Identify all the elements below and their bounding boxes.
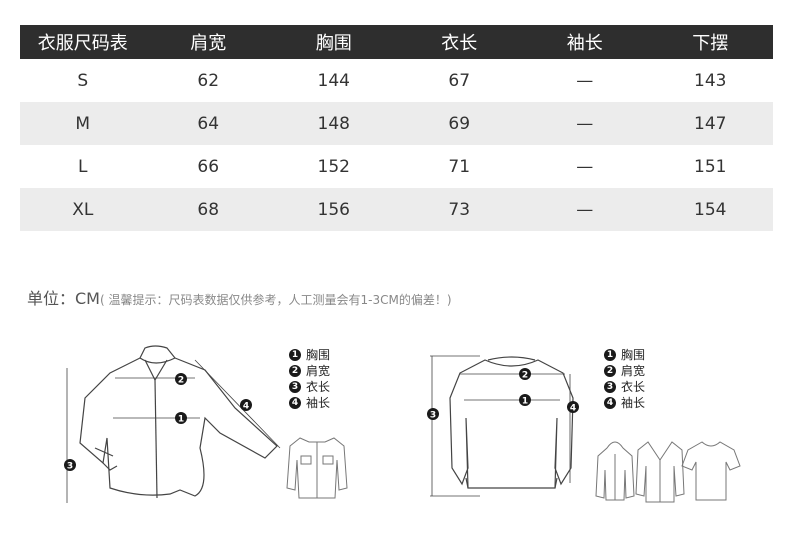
header-shoulder: 肩宽 bbox=[145, 25, 271, 59]
hoodie-thumbnail-icon bbox=[595, 441, 635, 501]
measurement-disclaimer: ( 温馨提示：尺码表数据仅供参考，人工测量会有1-3CM的偏差！) bbox=[99, 293, 452, 307]
marker-dot bbox=[64, 459, 76, 471]
sweater-marker-3: 3 bbox=[427, 408, 439, 421]
cell-hem: 143 bbox=[694, 70, 727, 91]
cell-size: S bbox=[77, 70, 89, 91]
legend-label: 衣长 bbox=[306, 380, 331, 394]
marker-number: 2 bbox=[178, 376, 184, 386]
cell-chest: 148 bbox=[271, 102, 397, 145]
cell-size: L bbox=[78, 156, 88, 177]
table-header-row: 衣服尺码表 肩宽 胸围 衣长 袖长 下摆 bbox=[20, 25, 773, 59]
cell-sleeve: — bbox=[522, 102, 648, 145]
marker-number: 3 bbox=[430, 411, 436, 421]
marker-number: 4 bbox=[570, 404, 576, 414]
cell-shoulder: 62 bbox=[197, 70, 220, 91]
marker-dot bbox=[519, 394, 531, 406]
cell-chest: 156 bbox=[271, 188, 397, 231]
legend-number: 3 bbox=[604, 381, 616, 393]
legend-item: 3 衣长 bbox=[604, 379, 645, 395]
cell-chest: 144 bbox=[317, 70, 350, 91]
cell-chest: 152 bbox=[317, 156, 350, 177]
legend-label: 肩宽 bbox=[306, 364, 331, 378]
legend-item: 3 衣长 bbox=[289, 379, 330, 395]
header-sleeve: 袖长 bbox=[522, 25, 648, 59]
cell-sleeve: — bbox=[576, 156, 594, 177]
legend-number: 1 bbox=[604, 349, 616, 361]
legend-label: 衣长 bbox=[621, 380, 646, 394]
unit-note-line: 单位：CM( 温馨提示：尺码表数据仅供参考，人工测量会有1-3CM的偏差！) bbox=[27, 285, 452, 309]
marker-dot bbox=[519, 368, 531, 380]
marker-dot bbox=[175, 412, 187, 424]
legend-item: 4 袖长 bbox=[604, 395, 645, 411]
sweater-marker-1: 1 bbox=[519, 394, 531, 407]
shirt-legend: 1 胸围 2 肩宽 3 衣长 4 袖长 bbox=[289, 347, 330, 411]
shirt-marker-2: 2 bbox=[175, 373, 187, 386]
cell-shoulder: 64 bbox=[145, 102, 271, 145]
shirt-marker-4: 4 bbox=[240, 399, 252, 412]
marker-number: 1 bbox=[178, 415, 184, 425]
legend-label: 肩宽 bbox=[621, 364, 646, 378]
cell-hem: 154 bbox=[647, 188, 773, 231]
legend-number: 3 bbox=[289, 381, 301, 393]
cell-hem: 151 bbox=[694, 156, 727, 177]
cell-shoulder: 66 bbox=[197, 156, 220, 177]
legend-label: 胸围 bbox=[621, 348, 646, 362]
tshirt-thumbnail-icon bbox=[681, 441, 741, 501]
header-hem: 下摆 bbox=[647, 25, 773, 59]
cell-shoulder: 68 bbox=[145, 188, 271, 231]
table-row: M 64 148 69 — 147 bbox=[20, 102, 773, 145]
legend-item: 2 肩宽 bbox=[289, 363, 330, 379]
cell-size: XL bbox=[20, 188, 146, 231]
marker-number: 3 bbox=[67, 462, 73, 472]
marker-number: 4 bbox=[243, 402, 249, 412]
legend-number: 2 bbox=[289, 365, 301, 377]
marker-number: 1 bbox=[522, 397, 528, 407]
marker-dot bbox=[567, 401, 579, 413]
legend-label: 胸围 bbox=[306, 348, 331, 362]
sweater-measurement-diagram: 1 2 3 4 bbox=[427, 355, 741, 503]
shirt-marker-1: 1 bbox=[175, 412, 187, 425]
cell-length: 73 bbox=[396, 188, 522, 231]
table-row: XL 68 156 73 — 154 bbox=[20, 188, 773, 231]
legend-item: 4 袖长 bbox=[289, 395, 330, 411]
cell-length: 67 bbox=[448, 70, 471, 91]
cell-sleeve: — bbox=[576, 70, 594, 91]
marker-dot bbox=[240, 399, 252, 411]
header-length: 衣长 bbox=[396, 25, 522, 59]
sweater-marker-4: 4 bbox=[567, 401, 579, 414]
cell-sleeve: — bbox=[522, 188, 648, 231]
legend-label: 袖长 bbox=[306, 396, 331, 410]
cardigan-thumbnail-icon bbox=[635, 441, 685, 503]
cell-length: 69 bbox=[396, 102, 522, 145]
shirt-measurement-diagram: 1 2 3 4 bbox=[64, 345, 348, 503]
cell-size: M bbox=[20, 102, 146, 145]
unit-label: 单位：CM bbox=[27, 289, 100, 308]
marker-number: 2 bbox=[522, 371, 528, 381]
jacket-thumbnail-icon bbox=[286, 437, 348, 499]
size-chart-table: 衣服尺码表 肩宽 胸围 衣长 袖长 下摆 S 62 144 67 — 143 M… bbox=[20, 25, 773, 231]
header-size: 衣服尺码表 bbox=[20, 25, 146, 59]
cell-length: 71 bbox=[448, 156, 471, 177]
legend-item: 1 胸围 bbox=[289, 347, 330, 363]
legend-number: 1 bbox=[289, 349, 301, 361]
table-row: L 66 152 71 — 151 bbox=[20, 145, 773, 188]
sweater-marker-2: 2 bbox=[519, 368, 531, 381]
table-row: S 62 144 67 — 143 bbox=[20, 59, 773, 102]
marker-dot bbox=[427, 408, 439, 420]
header-chest: 胸围 bbox=[271, 25, 397, 59]
sweater-legend: 1 胸围 2 肩宽 3 衣长 4 袖长 bbox=[604, 347, 645, 411]
cell-hem: 147 bbox=[647, 102, 773, 145]
legend-number: 4 bbox=[604, 397, 616, 409]
legend-label: 袖长 bbox=[621, 396, 646, 410]
marker-dot bbox=[175, 373, 187, 385]
legend-item: 2 肩宽 bbox=[604, 363, 645, 379]
legend-item: 1 胸围 bbox=[604, 347, 645, 363]
shirt-marker-3: 3 bbox=[64, 459, 76, 472]
legend-number: 2 bbox=[604, 365, 616, 377]
legend-number: 4 bbox=[289, 397, 301, 409]
